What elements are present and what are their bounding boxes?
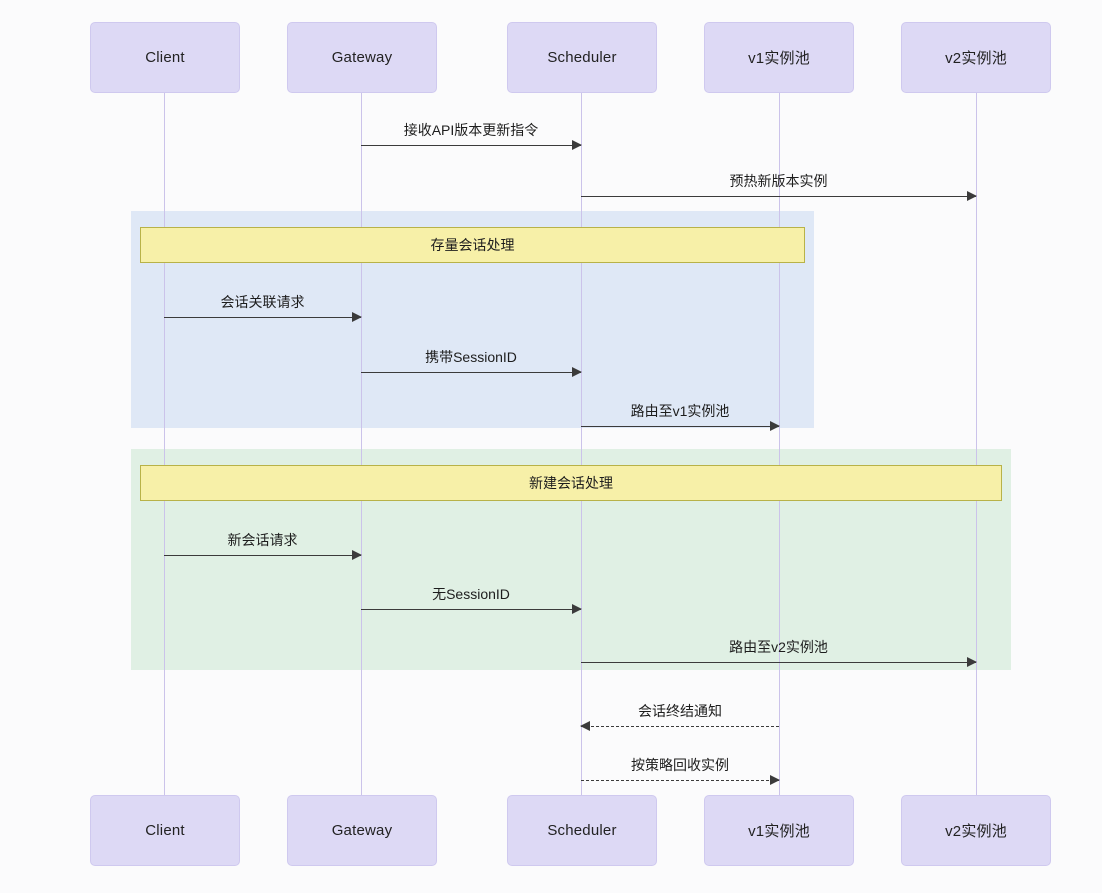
arrowhead-icon: [967, 657, 977, 667]
message-line-m8: [581, 662, 976, 663]
group-label-new-session: 新建会话处理: [140, 465, 1002, 501]
lifeline-gateway: [361, 93, 362, 795]
arrowhead-icon: [572, 367, 582, 377]
message-line-m4: [361, 372, 581, 373]
participant-v2pool-bottom[interactable]: v2实例池: [901, 795, 1051, 866]
message-label-m2: 预热新版本实例: [729, 173, 828, 189]
message-label-m6: 新会话请求: [227, 532, 298, 548]
message-line-m6: [164, 555, 361, 556]
lifeline-client: [164, 93, 165, 795]
participant-scheduler-top[interactable]: Scheduler: [507, 22, 657, 93]
group-label-existing-session: 存量会话处理: [140, 227, 805, 263]
message-line-m2: [581, 196, 976, 197]
message-label-m10: 按策略回收实例: [631, 757, 729, 773]
message-label-m9: 会话终结通知: [638, 703, 722, 719]
participant-v1pool-top[interactable]: v1实例池: [704, 22, 854, 93]
participant-gateway-bottom[interactable]: Gateway: [287, 795, 437, 866]
arrowhead-icon: [770, 775, 780, 785]
participant-v2pool-top[interactable]: v2实例池: [901, 22, 1051, 93]
arrowhead-icon: [967, 191, 977, 201]
message-line-m7: [361, 609, 581, 610]
lifeline-v2pool: [976, 93, 977, 795]
message-line-m5: [581, 426, 779, 427]
participant-v1pool-bottom[interactable]: v1实例池: [704, 795, 854, 866]
participant-client-top[interactable]: Client: [90, 22, 240, 93]
message-label-m1: 接收API版本更新指令: [403, 122, 539, 138]
lifeline-v1pool: [779, 93, 780, 795]
participant-gateway-top[interactable]: Gateway: [287, 22, 437, 93]
arrowhead-icon: [572, 140, 582, 150]
lifeline-scheduler: [581, 93, 582, 795]
arrowhead-icon: [572, 604, 582, 614]
participant-scheduler-bottom[interactable]: Scheduler: [507, 795, 657, 866]
message-label-m7: 无SessionID: [432, 586, 510, 602]
message-line-m3: [164, 317, 361, 318]
participant-client-bottom[interactable]: Client: [90, 795, 240, 866]
message-label-m3: 会话关联请求: [220, 294, 305, 310]
arrowhead-icon: [352, 550, 362, 560]
message-label-m4: 携带SessionID: [425, 349, 517, 365]
message-line-m9: [581, 726, 779, 727]
arrowhead-icon: [352, 312, 362, 322]
message-label-m8: 路由至v2实例池: [729, 639, 828, 655]
message-line-m10: [581, 780, 779, 781]
message-label-m5: 路由至v1实例池: [630, 403, 730, 419]
arrowhead-icon: [770, 421, 780, 431]
message-line-m1: [361, 145, 581, 146]
arrowhead-icon: [580, 721, 590, 731]
